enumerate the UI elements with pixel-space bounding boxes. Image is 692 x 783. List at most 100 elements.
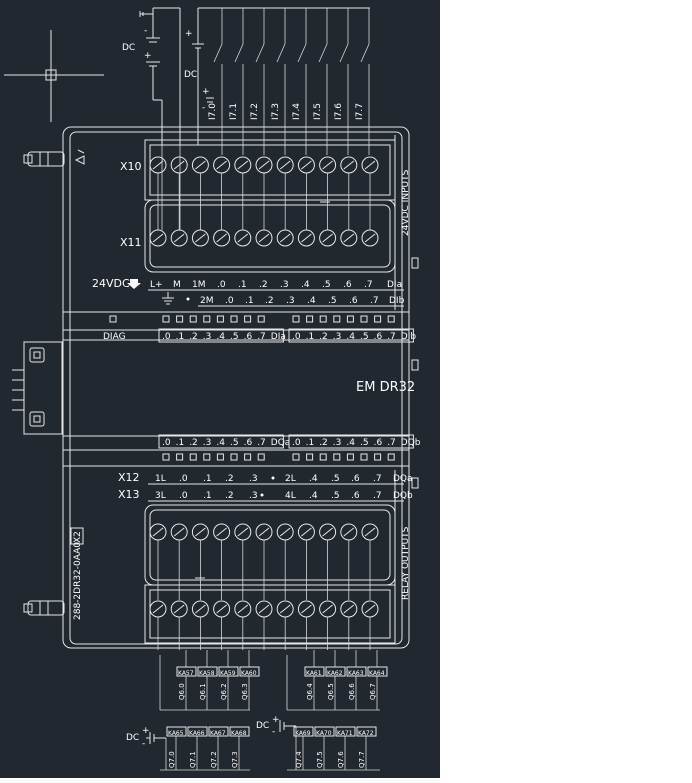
dqa-led-row-led: [162, 453, 170, 461]
input-switch: [318, 43, 328, 63]
x10-screw-slot: [237, 160, 249, 170]
x12-screw-slot: [152, 527, 164, 537]
dqb-led-row-label: .2: [319, 438, 328, 448]
drawing-canvas[interactable]: X10 X11 X12 X13 EM DR32 DIAG 24VDC INPUT…: [0, 0, 440, 778]
x12-terminal-label: .7: [373, 474, 382, 484]
dib-led-row-led: [374, 315, 382, 323]
dia-led-row-led: [216, 315, 224, 323]
x13-terminal-label: 4L: [285, 491, 296, 501]
dqb-led-row-led: [292, 453, 300, 461]
dqa-led-row-frame: [158, 434, 284, 449]
relay-coil-top: [218, 666, 239, 677]
output-wire-label-top: Q6.7: [369, 683, 377, 700]
x12-screw-slot: [258, 527, 270, 537]
ground-icon: [162, 292, 174, 305]
relay-label-bottom: KA66: [189, 730, 205, 737]
relay-label-top: KA61: [306, 670, 322, 677]
relay-label-bottom: KA72: [358, 730, 374, 737]
output-wire-label-top: Q6.2: [220, 683, 228, 700]
relay-coil-bottom: [229, 726, 250, 737]
dia-led-row-label: .3: [203, 332, 212, 342]
input-switch: [213, 43, 223, 63]
module-housing: [62, 126, 419, 649]
crosshair-cursor: [4, 30, 104, 122]
dia-led-row-led: [257, 315, 265, 323]
output-wire-label-bottom: Q7.7: [358, 751, 366, 768]
supply-label: 24VDC: [92, 277, 130, 290]
dc-supply-top-left: DC - +: [122, 7, 181, 145]
order-badge: X2: [73, 531, 83, 543]
x10-terminal-label: M: [173, 280, 181, 290]
x12-terminal-label: .6: [351, 474, 360, 484]
diag-label: DIAG: [103, 332, 126, 342]
din-clip-bottom: [23, 600, 65, 616]
relay-coil-bottom: [314, 726, 335, 737]
output-wire-label-bottom: Q7.4: [295, 751, 303, 768]
x13-screw-slot: [364, 604, 376, 614]
output-wire-label-top: Q6.6: [348, 683, 356, 700]
x12-screw-slot: [322, 527, 333, 537]
x10-terminal-label: DIa: [387, 280, 402, 290]
x12-screw-slot: [173, 527, 185, 537]
plus-sign: +: [185, 29, 193, 39]
dqb-led-row-label: .4: [346, 438, 355, 448]
relay-coil-top: [367, 666, 388, 677]
expansion-bus-connector: [12, 341, 63, 435]
relay-label-top: KA63: [348, 670, 364, 677]
arrow-down-icon: [127, 279, 141, 289]
x10-terminal-label: .2: [259, 280, 268, 290]
x10-terminal-label: .4: [301, 280, 310, 290]
output-wire-label-top: Q6.4: [306, 683, 314, 700]
x11-screw-slot: [152, 233, 164, 243]
dib-led-row-label: .1: [306, 332, 315, 342]
output-wire-label-bottom: Q7.3: [231, 751, 239, 768]
x10-terminal-label: .3: [280, 280, 289, 290]
output-wire-label-top: Q6.5: [327, 683, 335, 700]
output-wire-label-bottom: Q7.2: [210, 751, 218, 768]
output-wire-label-bottom: Q7.1: [189, 751, 197, 768]
x12-terminal-label: .1: [203, 474, 212, 484]
relay-label-bottom: KA67: [210, 730, 226, 737]
input-switch: [234, 43, 244, 63]
x12-terminal-label: .2: [225, 474, 234, 484]
dia-led-row-label: .5: [230, 332, 239, 342]
x12-terminal-label: .0: [179, 474, 188, 484]
relay-label-top: KA59: [220, 670, 236, 677]
dib-led-row-label: DIb: [401, 332, 417, 342]
input-switch: [255, 43, 265, 63]
plus-sign: +: [272, 715, 280, 725]
side-label-inputs: 24VDC INPUTS: [401, 169, 411, 236]
dib-led-row-frame: [288, 328, 414, 343]
relay-label-top: KA62: [327, 670, 343, 677]
dc-supply-bottom-right: DC + -: [256, 715, 296, 737]
x13-screw-slot: [173, 604, 185, 614]
dib-led-row-led: [333, 315, 341, 323]
relay-coil-top: [346, 666, 367, 677]
dqa-led-row-label: DQa: [271, 438, 291, 448]
x11-terminal-label: .3: [286, 296, 295, 306]
dqb-led-row-led: [306, 453, 314, 461]
x10-terminal-label: L+: [150, 280, 163, 290]
x11-screw-slot: [279, 233, 291, 243]
wiring-diagram: X10 X11 X12 X13 EM DR32 DIAG 24VDC INPUT…: [4, 7, 421, 771]
input-wire-label: I7.4: [292, 103, 302, 120]
dib-led-row-led: [319, 315, 327, 323]
x11-screw-slot: [216, 233, 227, 243]
connector-x13-label: X13: [118, 488, 140, 501]
relay-coil-bottom: [187, 726, 208, 737]
x11-terminal-label: .7: [370, 296, 379, 306]
diag-led: [109, 315, 117, 323]
dqa-led-row-label: .0: [162, 438, 171, 448]
dia-led-row-label: .4: [216, 332, 225, 342]
dia-led-row-label: .0: [162, 332, 171, 342]
x11-terminal-label: .2: [265, 296, 274, 306]
relay-label-top: KA57: [178, 670, 194, 677]
relay-coil-bottom: [356, 726, 377, 737]
x12-screw-slot: [343, 527, 355, 537]
relay-coil-top: [304, 666, 325, 677]
x11-screw-slot: [195, 233, 206, 243]
x11-terminal-label: .5: [328, 296, 337, 306]
terminal-dot: [186, 297, 190, 301]
dib-led-row-label: .7: [387, 332, 396, 342]
minus-sign: -: [142, 739, 145, 749]
